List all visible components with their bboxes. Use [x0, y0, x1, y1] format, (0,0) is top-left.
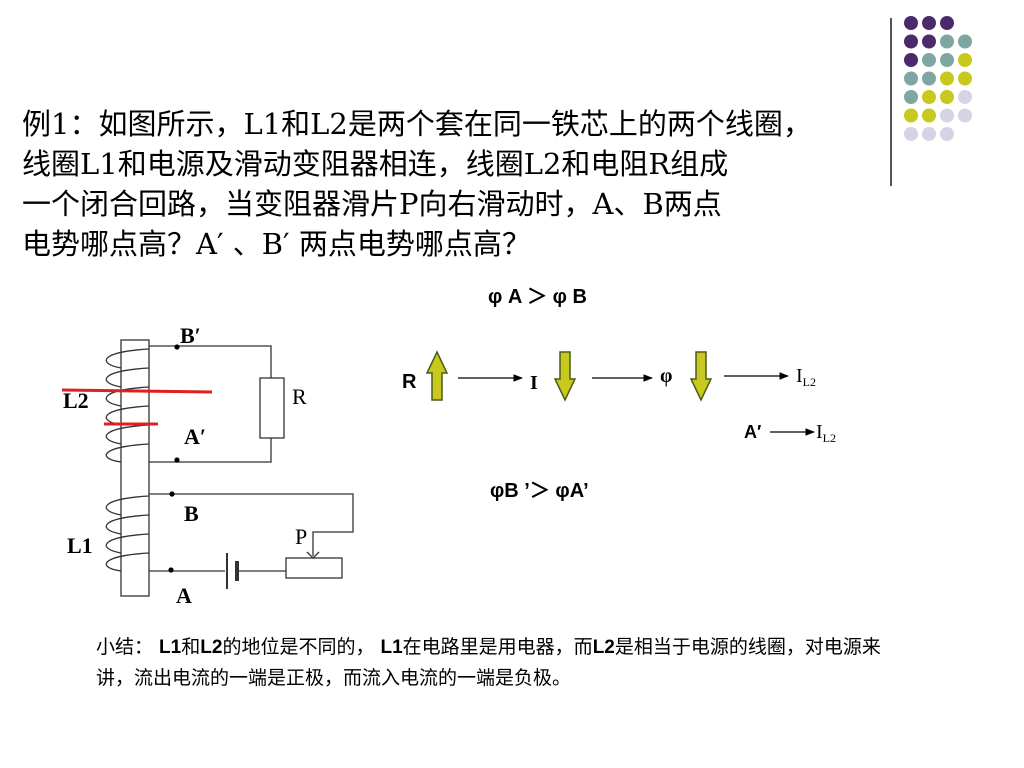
terminal-dot-a: [168, 567, 174, 573]
chain-current-label: IL2: [796, 365, 816, 389]
decorative-dot: [958, 90, 972, 104]
summary-text-2: 和: [181, 636, 201, 658]
decorative-dot: [958, 34, 972, 49]
summary-l2-second: L2: [592, 637, 615, 658]
decorative-dot: [904, 90, 918, 104]
decorative-dot: [940, 34, 954, 49]
decorative-dot: [904, 71, 918, 86]
label-r: R: [292, 384, 307, 409]
terminal-dot-a-prime: [174, 457, 180, 463]
label-b: B: [184, 501, 199, 526]
question-line-3: 一个闭合回路，当变阻器滑片P向右滑动时，A、B两点: [22, 187, 722, 221]
red-mark-upper: [61, 388, 213, 394]
label-p: P: [295, 524, 307, 549]
decorative-dot-grid: [904, 16, 972, 141]
reasoning-chain: R I φ IL2 A′ IL2 B′: [402, 350, 836, 445]
summary-text-4: 在电路里是用电器，而: [402, 636, 593, 658]
circuit-diagram: B′ A′ L2 B L1 A R P: [61, 323, 354, 608]
decorative-dot: [922, 108, 936, 123]
decorative-divider-line: [890, 18, 892, 186]
label-l1: L1: [67, 533, 93, 558]
summary-l1: L1: [159, 637, 182, 658]
coil-l2: [105, 348, 150, 463]
question-text: 例1：如图所示，L1和L2是两个套在同一铁芯上的两个线圈， 线圈L1和电源及滑动…: [22, 104, 922, 264]
wire-b: [149, 493, 354, 556]
coil-l1: [105, 495, 150, 572]
resistor-r: [259, 377, 285, 439]
wire-a-prime: [149, 438, 272, 463]
decorative-dot: [958, 71, 972, 86]
conclusion-phi-b-prime-gt-phi-a-prime: φB ’＞ φA’: [490, 480, 589, 502]
wire-b-prime: [149, 345, 272, 378]
decorative-dot: [904, 127, 918, 141]
decorative-dot: [940, 53, 954, 67]
chain-r-label: R: [402, 371, 417, 393]
summary-prefix: 小结：: [96, 636, 160, 658]
path-current-label: IL2: [816, 421, 836, 445]
question-line-1: 例1：如图所示，L1和L2是两个套在同一铁芯上的两个线圈，: [22, 107, 812, 141]
decorative-dot: [940, 108, 954, 123]
decorative-dot: [958, 53, 972, 67]
summary-text-5: 是相当于电源的线圈，对电源来讲，流出电流的一端是正极，而流入电流的一端是负极。: [96, 636, 881, 689]
terminal-dot-b: [169, 491, 175, 497]
decorative-dot: [940, 71, 954, 86]
decorative-dot: [904, 34, 918, 49]
conclusion-phi-a-gt-phi-b: φ A ＞ φ B: [488, 286, 587, 308]
summary-text: 小结： L1和L2的地位是不同的， L1在电路里是用电器，而L2是相当于电源的线…: [96, 632, 916, 693]
decorative-dot: [922, 71, 936, 86]
label-a-prime: A′: [184, 424, 206, 449]
summary-l1-second: L1: [380, 637, 403, 658]
label-l2: L2: [63, 388, 89, 413]
decorative-dot: [922, 90, 936, 104]
decorative-dot: [940, 127, 954, 141]
decorative-dot: [904, 108, 918, 123]
question-line-2: 线圈L1和电源及滑动变阻器相连，线圈L2和电阻R组成: [22, 147, 729, 181]
decorative-dot: [958, 108, 972, 123]
decorative-dot: [904, 16, 918, 30]
terminal-dot-b-prime: [174, 344, 180, 350]
label-a: A: [176, 583, 192, 608]
decorative-dot: [940, 16, 954, 30]
down-arrow-icon: [553, 351, 577, 402]
chain-i-label: I: [530, 372, 538, 394]
decorative-dot: [922, 34, 936, 49]
rheostat: [285, 557, 343, 579]
iron-core: [120, 339, 150, 597]
label-b-prime: B′: [180, 323, 201, 348]
decorative-dot: [922, 127, 936, 141]
summary-text-3: 的地位是不同的，: [222, 636, 381, 658]
decorative-dot: [922, 16, 936, 30]
decorative-dot: [940, 90, 954, 104]
down-arrow-icon: [689, 351, 713, 402]
chain-phi-label: φ: [660, 365, 672, 387]
decorative-dot: [904, 53, 918, 67]
question-line-4: 电势哪点高？A′ 、B′ 两点电势哪点高？: [22, 227, 531, 261]
summary-l2: L2: [200, 637, 223, 658]
path-a-prime-label: A′: [744, 422, 761, 442]
up-arrow-icon: [425, 350, 449, 401]
decorative-dot: [922, 53, 936, 67]
